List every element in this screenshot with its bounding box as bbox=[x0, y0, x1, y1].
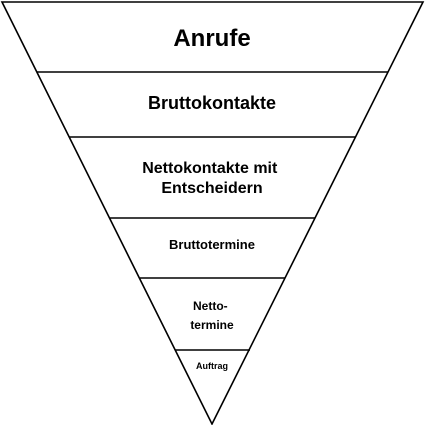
stage-label-bruttokontakte-line-1: Bruttokontakte bbox=[148, 93, 276, 113]
stage-label-auftrag: Auftrag bbox=[196, 361, 228, 371]
stage-label-bruttokontakte: Bruttokontakte bbox=[148, 93, 276, 113]
stage-label-nettokontakte: Nettokontakte mit Entscheidern bbox=[142, 160, 282, 197]
stage-label-anrufe-line-1: Anrufe bbox=[173, 25, 250, 52]
stage-label-bruttotermine-line-1: Bruttotermine bbox=[169, 237, 255, 252]
stage-label-auftrag-line-1: Auftrag bbox=[196, 361, 228, 371]
stage-label-nettokontakte-line-2: Entscheidern bbox=[161, 180, 262, 197]
stage-label-nettokontakte-line-1: Nettokontakte mit bbox=[142, 160, 278, 177]
stage-label-nettotermine: Netto- termine bbox=[190, 299, 234, 332]
stage-label-nettotermine-line-1: Netto- bbox=[193, 299, 228, 313]
stage-label-anrufe: Anrufe bbox=[173, 25, 250, 52]
stage-label-bruttotermine: Bruttotermine bbox=[169, 237, 255, 252]
stage-label-nettotermine-line-2: termine bbox=[190, 318, 234, 332]
